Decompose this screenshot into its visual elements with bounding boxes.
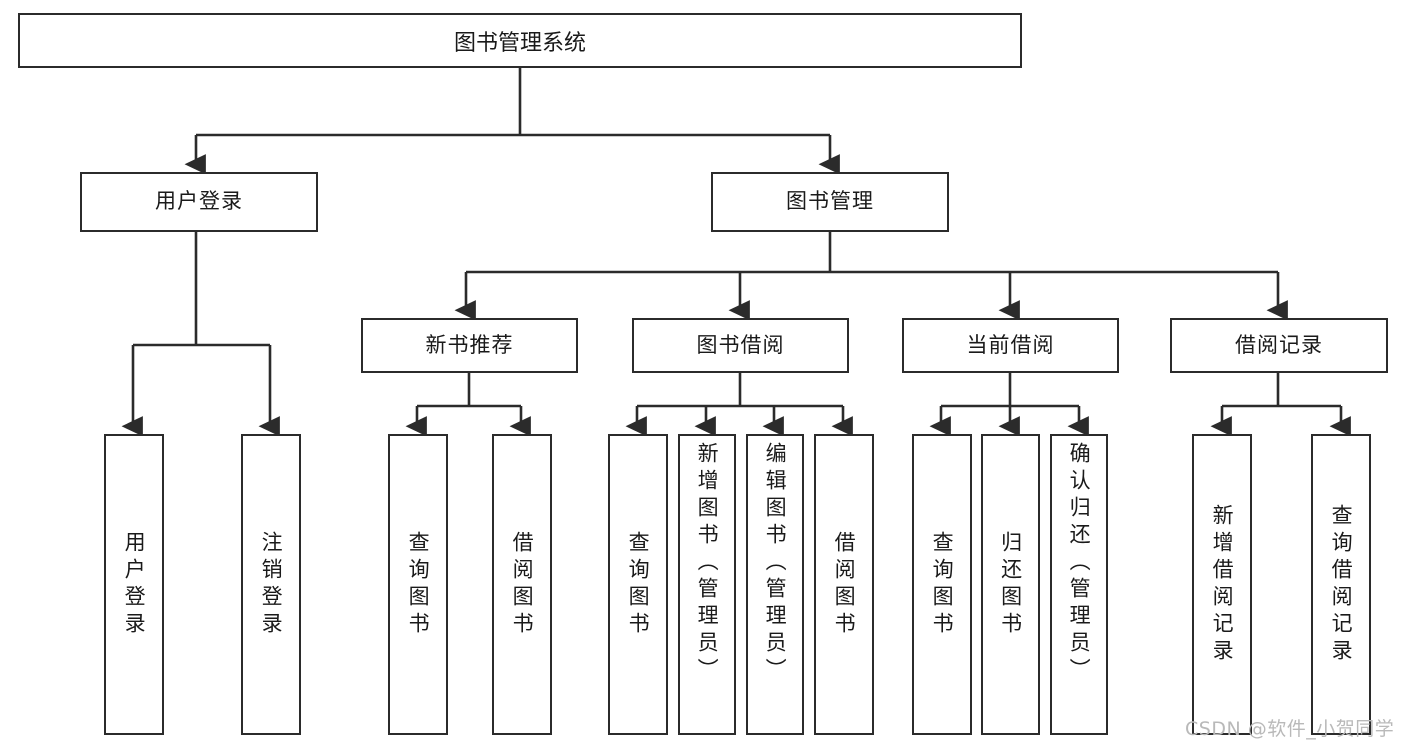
leaf-borrow-book[interactable]: 借阅图书: [814, 434, 874, 735]
leaf-borrow-book-recommend[interactable]: 借阅图书: [492, 434, 552, 735]
leaf-add-book-admin[interactable]: 新增图书（管理员）: [678, 434, 736, 735]
leaf-label: 借阅图书: [510, 530, 535, 639]
leaf-user-logout[interactable]: 注销登录: [241, 434, 301, 735]
leaf-add-borrow-record[interactable]: 新增借阅记录: [1192, 434, 1252, 735]
node-user-login[interactable]: 用户登录: [80, 172, 318, 232]
leaf-query-book-current[interactable]: 查询图书: [912, 434, 972, 735]
leaf-label: 查询借阅记录: [1329, 503, 1354, 666]
csdn-watermark: CSDN @软件_小贺同学: [1185, 718, 1395, 740]
leaf-label: 查询图书: [406, 530, 431, 639]
leaf-return-book[interactable]: 归还图书: [981, 434, 1040, 735]
node-label: 图书管理: [786, 189, 874, 214]
leaf-label: 查询图书: [626, 530, 651, 639]
node-book-borrow[interactable]: 图书借阅: [632, 318, 849, 373]
leaf-label: 新增图书（管理员）: [695, 442, 720, 685]
node-label: 当前借阅: [966, 332, 1055, 357]
leaf-label: 查询图书: [930, 530, 955, 639]
leaf-user-login[interactable]: 用户登录: [104, 434, 164, 735]
leaf-confirm-return-admin[interactable]: 确认归还（管理员）: [1050, 434, 1108, 735]
leaf-label: 用户登录: [122, 530, 147, 639]
node-label: 用户登录: [155, 189, 243, 214]
leaf-label: 归还图书: [998, 530, 1023, 639]
node-book-management[interactable]: 图书管理: [711, 172, 949, 232]
leaf-label: 注销登录: [259, 530, 284, 639]
leaf-edit-book-admin[interactable]: 编辑图书（管理员）: [746, 434, 804, 735]
node-label: 图书借阅: [696, 332, 785, 357]
leaf-label: 新增借阅记录: [1210, 503, 1235, 666]
leaf-query-book-borrow[interactable]: 查询图书: [608, 434, 668, 735]
node-label: 图书管理系统: [453, 30, 586, 56]
node-root-book-management-system[interactable]: 图书管理系统: [18, 13, 1022, 68]
node-new-book-recommendation[interactable]: 新书推荐: [361, 318, 578, 373]
leaf-label: 编辑图书（管理员）: [763, 442, 788, 685]
leaf-label: 确认归还（管理员）: [1067, 442, 1092, 685]
node-label: 新书推荐: [425, 332, 514, 357]
node-label: 借阅记录: [1235, 332, 1323, 357]
leaf-query-book-recommend[interactable]: 查询图书: [388, 434, 448, 735]
node-borrow-record[interactable]: 借阅记录: [1170, 318, 1388, 373]
leaf-query-borrow-record[interactable]: 查询借阅记录: [1311, 434, 1371, 735]
node-current-borrow[interactable]: 当前借阅: [902, 318, 1119, 373]
leaf-label: 借阅图书: [832, 530, 857, 639]
